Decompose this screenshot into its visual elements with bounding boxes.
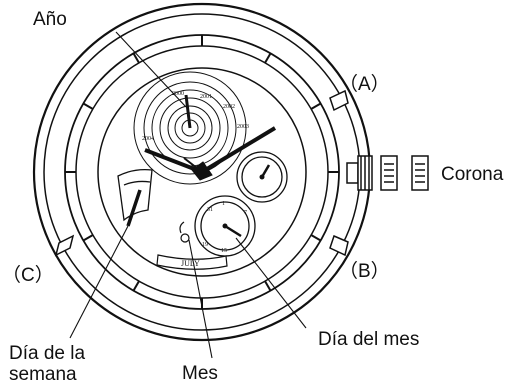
year-subdial-numbers: 2000 2001 2002 2003 2004 [142,91,249,142]
year-mark-0: 2000 [172,91,184,97]
date-number-3: 15 [221,248,227,254]
date-number-4: 19 [202,242,208,248]
date-number-0: 1 [222,201,225,207]
leader-month [188,239,213,359]
moon-icon [179,221,190,243]
date-hand [224,224,242,238]
date-number-1: 7 [244,210,247,216]
hour-marker [82,102,94,110]
hour-marker [264,280,272,292]
leader-lines [69,31,307,359]
year-mark-4: 2004 [142,136,154,142]
label-day-of-month: Día del mes [318,329,420,350]
leader-day-of-month [235,237,307,329]
minute-hand [200,126,277,174]
center-pinion [191,161,213,181]
spare-crown-2-icon [411,155,429,191]
hour-marker [132,280,140,292]
hour-marker [310,102,322,110]
hour-marker [264,52,272,64]
hour-hand [144,148,203,174]
year-hand [184,94,192,129]
month-window [156,254,228,270]
button-c-icon [54,234,75,257]
date-subdial-numbers: 1 7 31 15 19 [202,201,247,254]
hour-marker [310,234,322,242]
chapter-ring [97,67,307,277]
button-a-icon [329,89,349,112]
year-subdial [133,71,247,185]
label-year: Año [33,9,67,30]
hour-marker [132,52,140,64]
label-day-of-week: Día de la semana [9,343,86,385]
main-hands [144,126,277,181]
leader-day-of-week [69,225,129,339]
crown-icon [346,155,373,191]
label-button-b: （B） [339,261,390,282]
month-window-text: JULY [181,259,200,268]
label-crown: Corona [441,164,504,185]
year-mark-1: 2001 [200,94,212,100]
year-mark-3: 2003 [237,124,249,130]
label-month: Mes [182,363,218,384]
hour-marker [82,234,94,242]
button-b-icon [329,234,349,257]
label-button-c: （C） [2,265,54,286]
leader-year [115,31,187,108]
year-mark-2: 2002 [223,104,235,110]
spare-crown-1-icon [380,155,398,191]
right-subdial [236,151,288,203]
day-of-week-window [117,168,153,222]
date-number-2: 31 [207,207,213,213]
label-button-a: （A） [339,74,390,95]
day-of-week-hand [126,189,142,227]
